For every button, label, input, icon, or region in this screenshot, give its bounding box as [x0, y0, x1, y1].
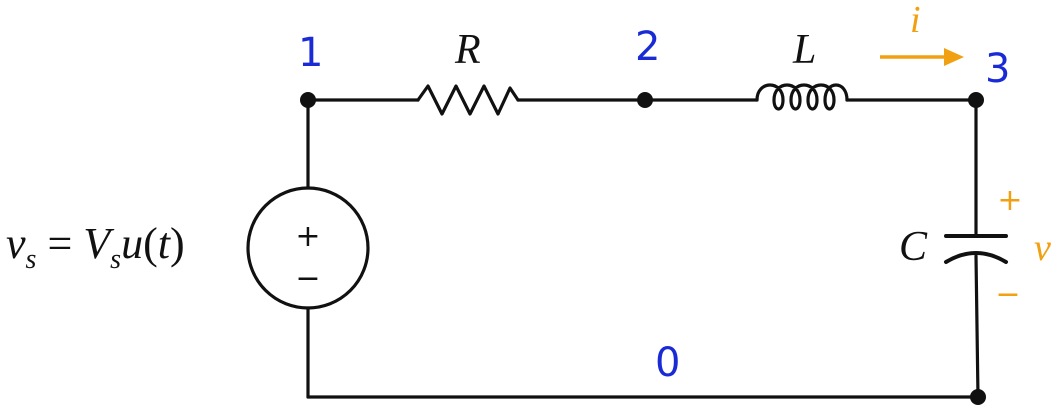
- resistor-label: R: [454, 27, 481, 73]
- voltage-source-symbol: [246, 186, 370, 310]
- source-label: vs = Vsu(t): [6, 219, 185, 275]
- source-label-paren-close: ): [170, 219, 185, 268]
- node-dot-1: [300, 92, 316, 108]
- node-dot-2: [637, 92, 653, 108]
- capacitor-bottom-plate: [944, 251, 1008, 264]
- node-label-1: 1: [298, 30, 323, 76]
- capacitor-voltage-label: v: [1034, 227, 1051, 269]
- capacitor-symbol: [944, 234, 1008, 264]
- node-label-3: 3: [985, 46, 1010, 92]
- source-label-u: u: [121, 219, 143, 268]
- source-label-v: v: [6, 219, 26, 268]
- source-label-v-sub: s: [26, 244, 37, 275]
- capacitor-label: C: [899, 224, 928, 270]
- source-label-t: t: [158, 219, 172, 268]
- wire-capacitor-bottom: [974, 254, 980, 399]
- current-arrow-head: [944, 48, 964, 66]
- source-label-V: V: [83, 219, 115, 268]
- wires: [306, 98, 982, 399]
- node-dot-0: [970, 389, 986, 405]
- current-label: i: [910, 0, 921, 41]
- node-label-0: 0: [655, 340, 680, 386]
- node-label-2: 2: [635, 24, 660, 70]
- inductor-label: L: [792, 27, 816, 73]
- capacitor-voltage-plus: +: [997, 183, 1022, 218]
- source-minus-sign: −: [295, 261, 320, 296]
- source-label-V-sub: s: [110, 244, 121, 275]
- node-dot-3: [968, 92, 984, 108]
- resistor-symbol: [416, 84, 520, 116]
- source-label-eq: =: [36, 219, 83, 268]
- current-arrow: [880, 48, 964, 66]
- capacitor-voltage-minus: −: [995, 277, 1020, 312]
- source-label-paren-open: (: [143, 219, 158, 268]
- source-plus-sign: +: [295, 219, 320, 254]
- inductor-symbol: [755, 83, 849, 111]
